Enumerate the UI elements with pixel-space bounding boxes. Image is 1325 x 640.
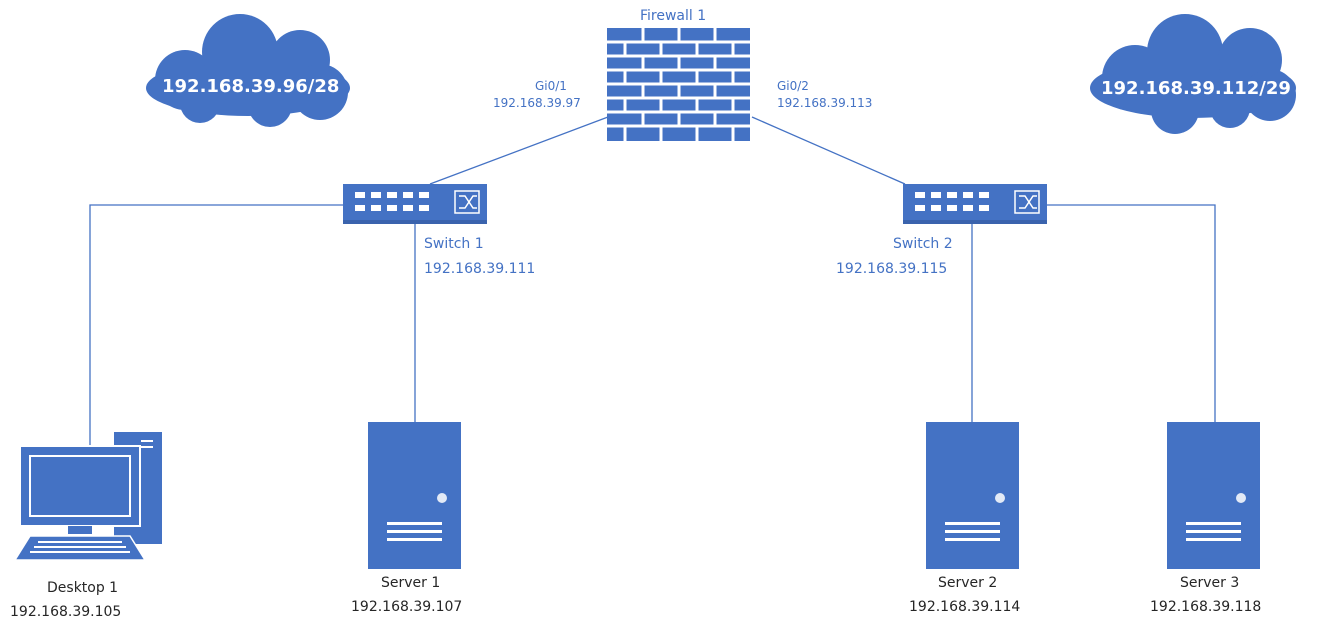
- switch1-ip: 192.168.39.111: [424, 261, 536, 277]
- cloud-left-label: 192.168.39.96/28: [162, 76, 340, 97]
- server1-ip: 192.168.39.107: [351, 599, 463, 615]
- firewall-name: Firewall 1: [640, 8, 707, 24]
- firewall-gi02-ip: 192.168.39.113: [777, 96, 873, 110]
- cloud-left-icon: [146, 14, 350, 127]
- firewall-icon: [607, 28, 750, 141]
- server3-icon: [1167, 422, 1260, 569]
- cloud-right-label: 192.168.39.112/29: [1101, 78, 1291, 99]
- server1-icon: [368, 422, 461, 569]
- desktop1-ip: 192.168.39.105: [10, 604, 122, 620]
- server2-icon: [926, 422, 1019, 569]
- switch2-ip: 192.168.39.115: [836, 261, 948, 277]
- switch2-name: Switch 2: [893, 236, 953, 252]
- server3-ip: 192.168.39.118: [1150, 599, 1262, 615]
- link-firewall-switch2: [751, 116, 906, 185]
- server2-name: Server 2: [938, 575, 998, 591]
- cloud-right-icon: [1090, 14, 1296, 134]
- switch1-icon: [343, 184, 487, 224]
- link-firewall-switch1: [429, 116, 609, 185]
- desktop1-icon: [13, 432, 162, 561]
- server3-name: Server 3: [1180, 575, 1240, 591]
- server2-ip: 192.168.39.114: [909, 599, 1021, 615]
- switch1-name: Switch 1: [424, 236, 484, 252]
- desktop1-name: Desktop 1: [47, 580, 119, 596]
- firewall-gi02-port: Gi0/2: [777, 79, 809, 93]
- switch2-icon: [903, 184, 1047, 224]
- link-switch1-desktop1: [89, 204, 343, 445]
- link-switch2-server3: [1047, 204, 1216, 422]
- firewall-gi01-port: Gi0/1: [535, 79, 567, 93]
- firewall-gi01-ip: 192.168.39.97: [493, 96, 581, 110]
- server1-name: Server 1: [381, 575, 441, 591]
